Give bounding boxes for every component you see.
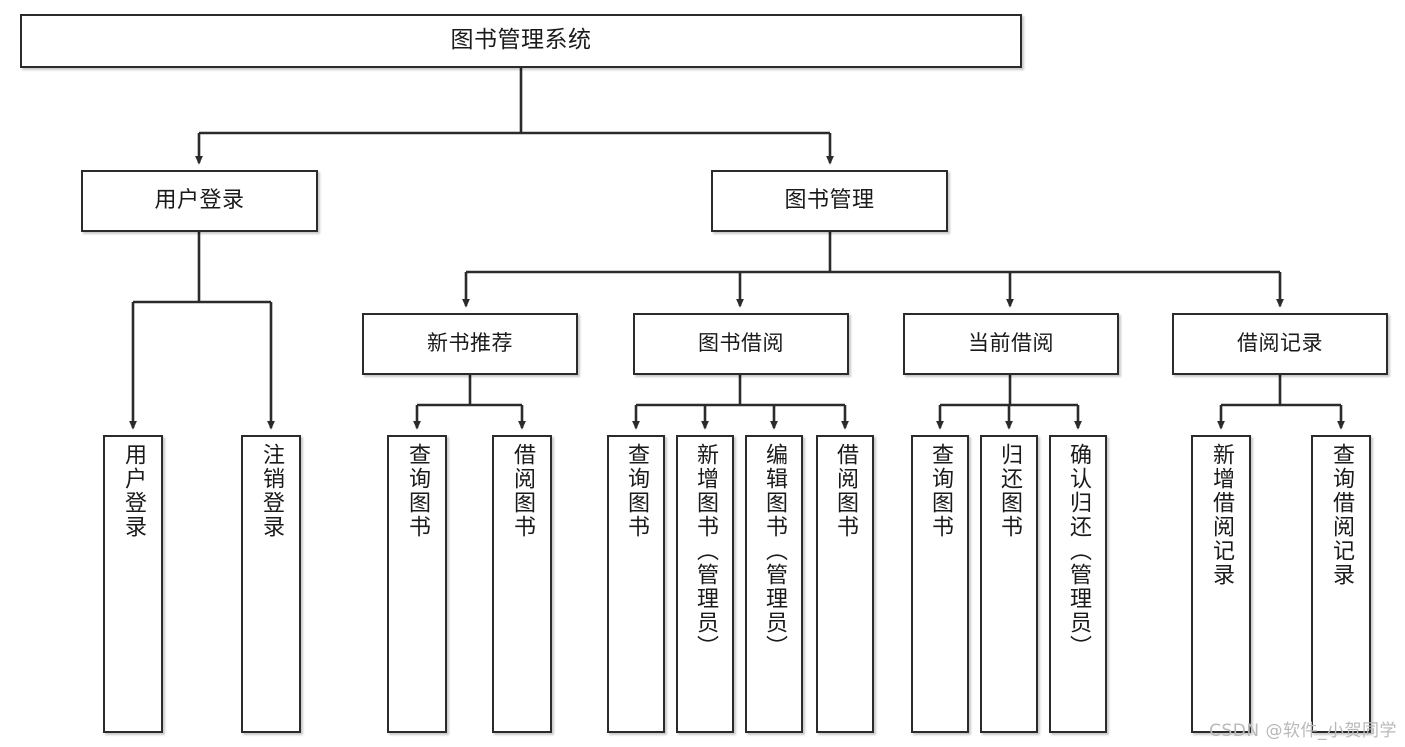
leaf-edit-book-admin[interactable]: 编辑图书（管理员） bbox=[745, 435, 803, 733]
node-label: 编辑图书（管理员） bbox=[762, 443, 787, 659]
node-label: 查询图书 bbox=[405, 443, 430, 539]
node-label: 图书管理系统 bbox=[450, 27, 592, 54]
leaf-borrow-book-recommendation[interactable]: 借阅图书 bbox=[492, 435, 552, 733]
leaf-add-borrow-record[interactable]: 新增借阅记录 bbox=[1191, 435, 1251, 733]
node-label: 图书管理 bbox=[784, 187, 875, 213]
node-label: 查询图书 bbox=[928, 443, 953, 539]
leaf-user-login[interactable]: 用户登录 bbox=[103, 435, 163, 733]
node-label: 借阅图书 bbox=[510, 443, 535, 539]
leaf-confirm-return-admin[interactable]: 确认归还（管理员） bbox=[1049, 435, 1107, 733]
node-label: 当前借阅 bbox=[968, 331, 1054, 356]
csdn-watermark: CSDN @软件_小贺同学 bbox=[1209, 721, 1397, 741]
leaf-query-book-borrowing[interactable]: 查询图书 bbox=[607, 435, 665, 733]
leaf-query-book-recommendation[interactable]: 查询图书 bbox=[387, 435, 447, 733]
node-label: 借阅记录 bbox=[1237, 331, 1323, 356]
leaf-add-book-admin[interactable]: 新增图书（管理员） bbox=[676, 435, 734, 733]
node-label: 确认归还（管理员） bbox=[1066, 443, 1091, 659]
node-label: 查询借阅记录 bbox=[1329, 443, 1354, 587]
node-new-book-recommendation[interactable]: 新书推荐 bbox=[362, 313, 578, 375]
leaf-query-borrow-record[interactable]: 查询借阅记录 bbox=[1311, 435, 1371, 733]
node-label: 图书借阅 bbox=[698, 331, 784, 356]
leaf-borrow-book-borrowing[interactable]: 借阅图书 bbox=[816, 435, 874, 733]
node-label: 用户登录 bbox=[154, 187, 245, 213]
node-book-management[interactable]: 图书管理 bbox=[711, 170, 948, 232]
node-user-login[interactable]: 用户登录 bbox=[81, 170, 318, 232]
node-label: 用户登录 bbox=[121, 443, 146, 539]
node-label: 查询图书 bbox=[624, 443, 649, 539]
node-label: 借阅图书 bbox=[833, 443, 858, 539]
node-borrow-records[interactable]: 借阅记录 bbox=[1172, 313, 1388, 375]
node-current-borrowing[interactable]: 当前借阅 bbox=[903, 313, 1119, 375]
node-root-book-management-system[interactable]: 图书管理系统 bbox=[20, 14, 1022, 68]
node-label: 新增图书（管理员） bbox=[693, 443, 718, 659]
leaf-user-logout[interactable]: 注销登录 bbox=[241, 435, 301, 733]
node-label: 注销登录 bbox=[259, 443, 284, 539]
node-label: 新书推荐 bbox=[427, 331, 513, 356]
node-label: 新增借阅记录 bbox=[1209, 443, 1234, 587]
leaf-query-book-current[interactable]: 查询图书 bbox=[911, 435, 969, 733]
node-book-borrowing[interactable]: 图书借阅 bbox=[633, 313, 849, 375]
node-label: 归还图书 bbox=[997, 443, 1022, 539]
leaf-return-book[interactable]: 归还图书 bbox=[980, 435, 1038, 733]
